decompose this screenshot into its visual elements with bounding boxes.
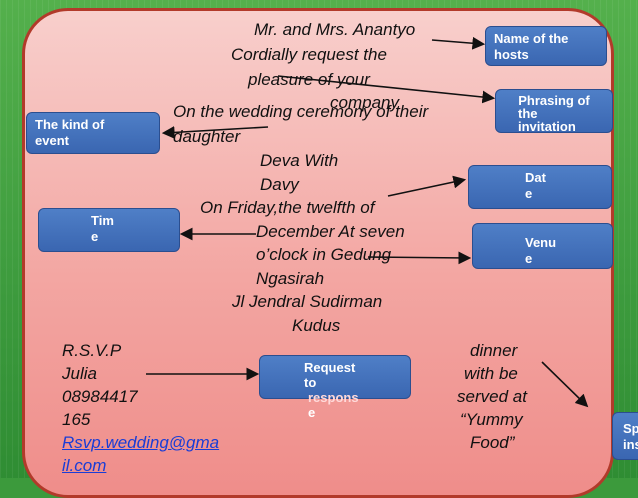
label-text: Request [304, 360, 356, 375]
label-kind-of-event: The kind of event [26, 112, 160, 154]
daughter-line: daughter [173, 127, 241, 146]
rsvp-phone: 08984417 [62, 387, 138, 406]
label-text: Phrasing of [518, 93, 590, 108]
couple-line-2: Davy [260, 175, 299, 194]
address-line: Jl Jendral Sudirman [232, 292, 383, 311]
label-text: event [35, 133, 69, 148]
pleasure-line: pleasure of your [248, 70, 370, 89]
date-time-line: December At seven [256, 222, 405, 241]
label-text: respons [308, 390, 359, 405]
city-line: Kudus [292, 316, 341, 335]
label-phrasing: Phrasing of the invitation [495, 89, 613, 133]
label-text: e [308, 405, 316, 420]
rsvp-heading: R.S.V.P [62, 341, 122, 360]
dinner-line-4: “Yummy [460, 410, 523, 429]
rsvp-email-link[interactable]: Rsvp.wedding@gma [62, 433, 220, 452]
label-date: Dat e [468, 165, 612, 209]
rsvp-name: Julia [62, 364, 97, 383]
dinner-line: dinner [470, 341, 518, 360]
hosts-line: Mr. and Mrs. Anantyo [254, 20, 416, 39]
couple-line: Deva With [260, 151, 339, 170]
label-text: Dat [525, 170, 546, 185]
label-text: e [525, 251, 533, 266]
label-text: e [91, 229, 99, 244]
time-venue-line: o’clock in Gedung [256, 245, 392, 264]
rsvp-phone-2: 165 [62, 410, 91, 429]
label-text: invitation [518, 119, 576, 133]
date-line: On Friday,the twelfth of [200, 198, 375, 217]
dinner-line-5: Food” [470, 433, 515, 452]
label-text: hosts [494, 47, 529, 62]
label-text: the [518, 106, 538, 121]
event-line: On the wedding ceremony of their [173, 102, 429, 121]
label-text: e [525, 186, 533, 201]
label-text: Tim [91, 213, 114, 228]
label-text: Spe [623, 421, 638, 436]
label-text: The kind of [35, 117, 105, 132]
label-venue: Venu e [472, 223, 613, 269]
label-text: inst [623, 437, 638, 452]
label-text: to [304, 375, 317, 390]
venue-line: Ngasirah [256, 269, 325, 288]
request-line: Cordially request the [231, 45, 387, 64]
label-request-to-respond: Request to respons e [259, 355, 411, 420]
rsvp-email-link-2[interactable]: il.com [62, 456, 107, 475]
label-special-instruction: Spe inst [612, 412, 638, 460]
dinner-line-2: with be [464, 364, 518, 383]
label-time: Tim e [38, 208, 180, 252]
label-name-of-hosts: Name of the hosts [485, 26, 607, 66]
label-text: Name of the [494, 31, 569, 46]
dinner-line-3: served at [457, 387, 527, 406]
label-text: Venu [525, 235, 557, 250]
